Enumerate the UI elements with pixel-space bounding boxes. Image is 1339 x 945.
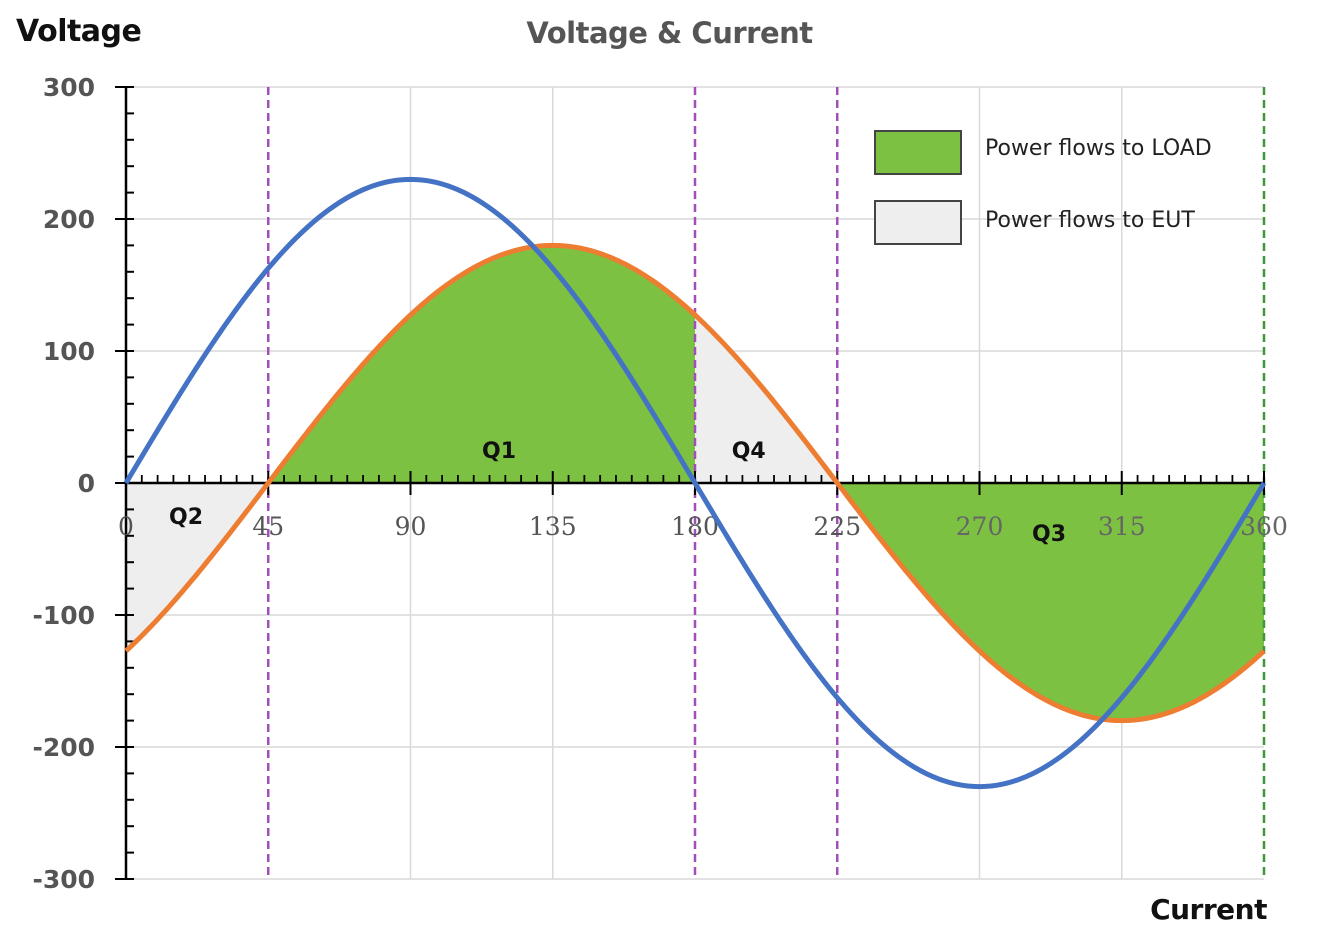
y-tick-label: 300: [43, 73, 95, 102]
x-tick-label: 90: [395, 512, 427, 541]
shaded-region-q1: [268, 245, 695, 483]
legend-swatch-load: [874, 130, 962, 175]
x-tick-label: 360: [1240, 512, 1288, 541]
legend: Power flows to LOAD Power flows to EUT: [874, 130, 1212, 245]
x-tick-label: 270: [956, 512, 1004, 541]
y-axis-title: Voltage: [16, 14, 142, 49]
y-tick-label: -200: [32, 733, 95, 762]
shaded-region-q2: [126, 483, 269, 652]
tick-labels: 300 200 100 0 -100 -200 -300 0 45 90 135 180 225 270 3…: [32, 73, 1287, 894]
shaded-regions: [126, 245, 1264, 721]
quadrant-label-q4: Q4: [732, 439, 766, 464]
x-tick-label: 135: [529, 512, 577, 541]
x-axis-title: Current: [1150, 893, 1267, 926]
axes: [115, 86, 1265, 880]
y-tick-label: -300: [32, 865, 95, 894]
legend-label-load: Power flows to LOAD: [985, 136, 1212, 161]
y-tick-label: 100: [43, 337, 95, 366]
quadrant-label-q3: Q3: [1032, 522, 1066, 547]
legend-swatch-eut: [874, 200, 962, 245]
voltage-curve: [123, 176, 1267, 790]
x-tick-label: 225: [813, 512, 861, 541]
chart-title: Voltage & Current: [526, 16, 813, 50]
shaded-region-q3: [837, 483, 1264, 721]
x-tick-label: 180: [671, 512, 719, 541]
x-tick-label: 315: [1098, 512, 1146, 541]
x-tick-label: 0: [118, 512, 134, 541]
current-curve: [124, 242, 1266, 724]
data-series: [123, 176, 1267, 790]
y-tick-label: 0: [78, 469, 95, 498]
y-tick-label: 200: [43, 205, 95, 234]
quadrant-label-q1: Q1: [482, 439, 516, 464]
quadrant-label-q2: Q2: [169, 505, 203, 530]
y-tick-label: -100: [32, 601, 95, 630]
shaded-region-q4: [695, 314, 838, 483]
x-tick-label: 45: [252, 512, 284, 541]
legend-label-eut: Power flows to EUT: [985, 208, 1195, 233]
